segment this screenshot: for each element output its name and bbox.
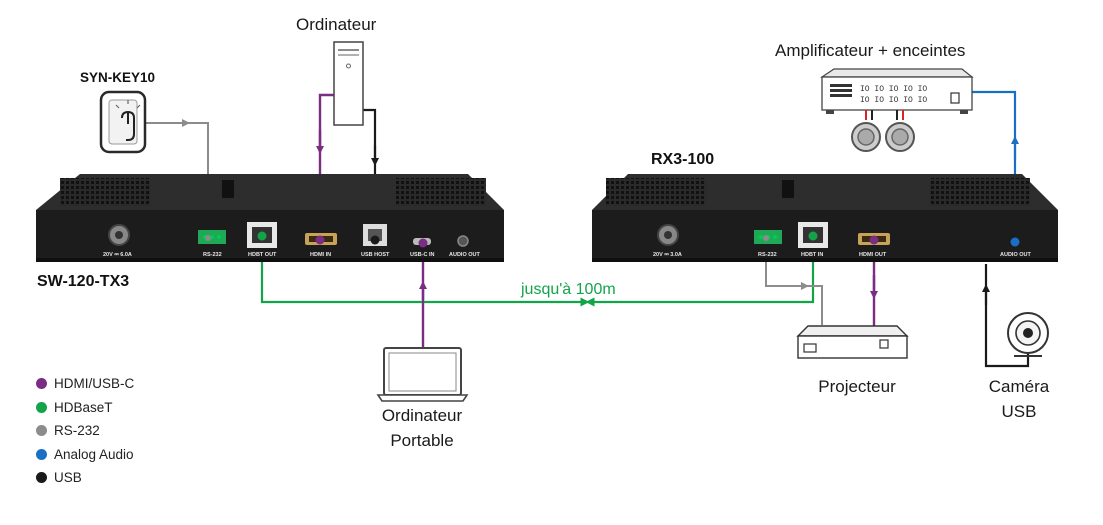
rx-hdmi-out-label: HDMI OUT [859,252,887,258]
amplifier-device: IO IO IO IO IO IO IO IO IO IO [820,68,974,114]
transmitter-label: SW-120-TX3 [37,273,129,290]
legend-item-audio: Analog Audio [36,443,134,467]
legend-item-hdmi: HDMI/USB-C [36,372,134,396]
tx-power-label: 20V ⎓ 6.0A [103,252,132,258]
usb-camera [1007,312,1049,357]
legend-dot [36,425,47,437]
laptop-label-line1: Ordinateur [382,406,463,425]
tx-hdbt-out-port: HDBT OUT [247,222,277,258]
tx-audio-out-label: AUDIO OUT [449,252,481,258]
amplifier-label: Amplificateur + enceintes [775,41,965,60]
tx-hdmi-in-label: HDMI IN [310,252,331,258]
tx-usb-host-label: USB HOST [361,252,390,258]
tx-usbc-in-label: USB-C IN [410,252,434,258]
camera-label-line2: USB [1002,402,1037,421]
keypad-label: SYN-KEY10 [80,70,155,85]
rx-hdbt-in-label: HDBT IN [801,252,823,258]
svg-text:IO IO IO IO IO: IO IO IO IO IO [860,85,927,94]
legend-dot [36,448,47,460]
projector-device [796,325,909,359]
legend-dot [36,378,47,390]
legend-label: Analog Audio [54,446,134,462]
rx-audio-out-port: AUDIO OUT [1000,252,1032,258]
svg-text:IO IO IO IO IO: IO IO IO IO IO [860,96,927,105]
camera-label-line1: Caméra [989,377,1050,396]
tx-power-port: 20V ⎓ 6.0A [103,224,132,258]
computer-label: Ordinateur [296,15,377,34]
usb-cable-camera [984,264,1030,368]
tx-rs232-label: RS-232 [203,252,222,258]
legend-label: HDBaseT [54,399,113,415]
distance-label: jusqu'à 100m [520,281,616,298]
computer-tower [333,41,364,126]
rx-audio-out-label: AUDIO OUT [1000,252,1032,258]
tx-audio-out-port: AUDIO OUT [449,235,481,258]
receiver-device [592,174,1058,262]
legend-item-rs232: RS-232 [36,419,134,443]
speakers [851,110,915,152]
rx-rs232-label: RS-232 [758,252,777,258]
legend-dot [36,472,47,484]
tx-hdbt-out-label: HDBT OUT [248,252,277,258]
projector-label: Projecteur [818,377,896,396]
legend-dot [36,401,47,413]
laptop-device [376,347,469,402]
keypad-device [99,90,147,154]
legend-label: RS-232 [54,423,100,439]
transmitter-device [36,174,504,262]
legend-item-hdbaset: HDBaseT [36,396,134,420]
legend-item-usb: USB [36,466,134,490]
laptop-label-line2: Portable [390,431,453,450]
legend-label: HDMI/USB-C [54,376,135,392]
legend: HDMI/USB-C HDBaseT RS-232 Analog Audio U… [36,372,134,490]
rx-power-label: 20V ⎓ 3.0A [653,252,682,258]
receiver-label: RX3-100 [651,151,714,168]
rx-power-port: 20V ⎓ 3.0A [653,224,682,258]
legend-label: USB [54,470,82,486]
